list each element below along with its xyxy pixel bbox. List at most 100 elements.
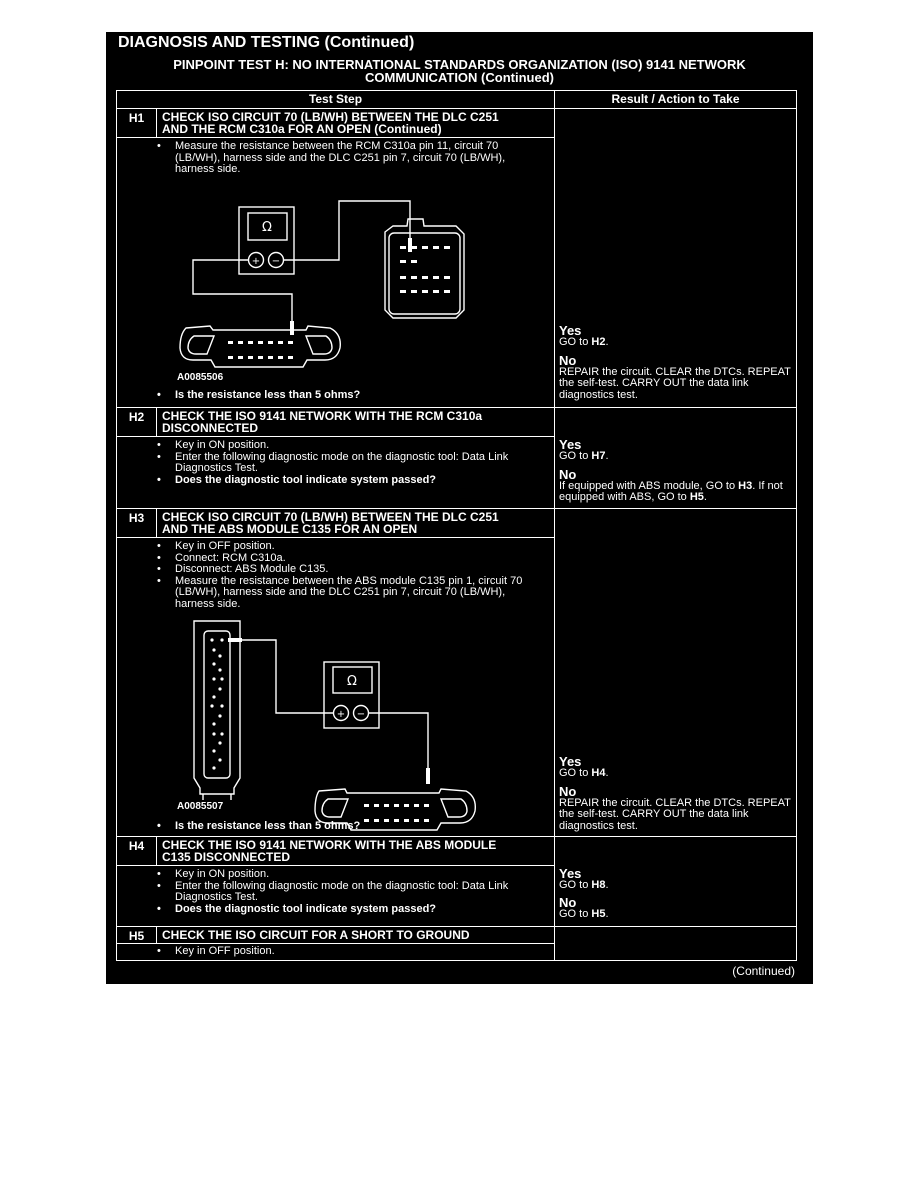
step-h4-question: Does the diagnostic tool indicate system… bbox=[157, 903, 537, 916]
result-h3-no-text: REPAIR the circuit. CLEAR the DTCs. REPE… bbox=[559, 796, 791, 832]
step-h4-instruction-1: Key in ON position. bbox=[157, 868, 537, 881]
section-title: DIAGNOSIS AND TESTING (Continued) bbox=[118, 34, 415, 51]
meter-minus-terminal bbox=[267, 251, 285, 269]
step-h3-instruction-4: Measure the resistance between the ABS m… bbox=[157, 575, 537, 611]
pinpoint-test-title-line2: COMMUNICATION (Continued) bbox=[365, 70, 554, 85]
ohmmeter-body bbox=[323, 661, 380, 729]
step-body-h2: Key in ON position. Enter the following … bbox=[116, 436, 555, 509]
link-h4[interactable]: H4 bbox=[591, 767, 606, 779]
step-title-h4: CHECK THE ISO 9141 NETWORK WITH THE ABS … bbox=[156, 836, 555, 866]
rcm-c310a-connector bbox=[384, 218, 465, 319]
result-h3: Yes GO to H4. No REPAIR the circuit. CLE… bbox=[554, 508, 797, 837]
step-title-h1-line2: AND THE RCM C310a FOR AN OPEN (Continued… bbox=[162, 122, 442, 136]
step-id-h2: H2 bbox=[116, 407, 157, 437]
test-lead-to-abs bbox=[240, 639, 333, 714]
column-header-test-step: Test Step bbox=[116, 90, 555, 109]
step-title-h5-line1: CHECK THE ISO CIRCUIT FOR A SHORT TO GRO… bbox=[162, 928, 470, 942]
test-lead-to-dlc bbox=[192, 259, 293, 323]
step-id-h1: H1 bbox=[116, 108, 157, 138]
step-title-h3-line2: AND THE ABS MODULE C135 FOR AN OPEN bbox=[162, 522, 418, 536]
ohm-symbol: Ω bbox=[262, 220, 272, 235]
step-title-h2-line1: CHECK THE ISO 9141 NETWORK WITH THE RCM … bbox=[162, 409, 483, 423]
step-body-h5: Key in OFF position. bbox=[116, 943, 555, 961]
step-h2-instruction-1: Key in ON position. bbox=[157, 439, 537, 452]
step-id-h4: H4 bbox=[116, 836, 157, 866]
figure-h1-diagram: Ω + − bbox=[179, 200, 465, 368]
document-page: DIAGNOSIS AND TESTING (Continued) PINPOI… bbox=[106, 32, 813, 984]
result-h3-yes-prefix: GO to bbox=[559, 767, 592, 779]
plus-sign: + bbox=[337, 709, 345, 720]
ohmmeter-display bbox=[247, 212, 288, 241]
step-h3-instruction-2: Connect: RCM C310a. bbox=[157, 552, 537, 565]
result-h4-no-prefix: GO to bbox=[559, 907, 592, 920]
result-h2-no-label: No bbox=[559, 466, 577, 482]
step-h5-instruction-1: Key in OFF position. bbox=[157, 945, 537, 958]
meter-plus-terminal bbox=[247, 251, 265, 269]
probe-tip-dlc bbox=[290, 321, 294, 335]
result-h2-no-part2: . If not equipped with ABS, GO to bbox=[559, 479, 783, 503]
minus-sign: − bbox=[357, 709, 365, 720]
test-lead-to-dlc bbox=[369, 712, 429, 770]
result-h2-yes-label: Yes bbox=[559, 437, 582, 452]
dlc-left-tab bbox=[187, 335, 216, 355]
step-title-h5: CHECK THE ISO CIRCUIT FOR A SHORT TO GRO… bbox=[156, 926, 555, 944]
step-body-h4: Key in ON position. Enter the following … bbox=[116, 865, 555, 927]
meter-minus-terminal bbox=[352, 704, 370, 722]
pinpoint-test-title-line1: PINPOINT TEST H: NO INTERNATIONAL STANDA… bbox=[173, 57, 746, 72]
ohmmeter-body bbox=[238, 206, 295, 275]
step-id-h5: H5 bbox=[116, 926, 157, 944]
result-h2: Yes GO to H7. No If equipped with ABS mo… bbox=[554, 407, 797, 509]
result-h4-no-label: No bbox=[559, 894, 577, 910]
step-h3-question: Is the resistance less than 5 ohms? bbox=[157, 820, 547, 833]
link-h2[interactable]: H2 bbox=[591, 336, 606, 348]
step-h1-instruction: Measure the resistance between the RCM C… bbox=[157, 140, 537, 176]
probe-tip-abs bbox=[228, 638, 242, 642]
result-h4-yes-prefix: GO to bbox=[559, 879, 592, 891]
link-h3[interactable]: H3 bbox=[738, 479, 753, 492]
step-title-h4-line1: CHECK THE ISO 9141 NETWORK WITH THE ABS … bbox=[162, 838, 497, 852]
plus-sign: + bbox=[252, 256, 260, 267]
test-lead-to-rcm bbox=[284, 200, 411, 261]
figure-id-h3: A0085507 bbox=[177, 801, 224, 812]
step-title-h2: CHECK THE ISO 9141 NETWORK WITH THE RCM … bbox=[156, 407, 555, 437]
ohmmeter-display bbox=[332, 666, 373, 694]
link-h7[interactable]: H7 bbox=[591, 450, 606, 462]
result-h3-yes-label: Yes bbox=[559, 754, 582, 769]
abs-c135-connector-face bbox=[203, 630, 231, 779]
result-h4: Yes GO to H8. No GO to H5. bbox=[554, 836, 797, 927]
link-h8[interactable]: H8 bbox=[591, 879, 606, 891]
result-h1-yes-label: Yes bbox=[559, 323, 582, 338]
link-h5[interactable]: H5 bbox=[689, 491, 704, 503]
figure-h3-diagram: Ω + − bbox=[193, 620, 476, 831]
step-title-h3-line1: CHECK ISO CIRCUIT 70 (LB/WH) BETWEEN THE… bbox=[162, 510, 499, 524]
step-h3-instruction-1: Key in OFF position. bbox=[157, 540, 537, 553]
column-header-result: Result / Action to Take bbox=[554, 90, 797, 109]
result-h1-yes-prefix: GO to bbox=[559, 336, 592, 348]
result-h3-no-label: No bbox=[559, 783, 577, 799]
result-h5 bbox=[554, 926, 797, 961]
minus-sign: − bbox=[272, 256, 280, 267]
result-h2-yes-prefix: GO to bbox=[559, 450, 592, 462]
step-h1-question: Is the resistance less than 5 ohms? bbox=[157, 389, 547, 402]
probe-tip-rcm bbox=[408, 238, 412, 252]
dlc-right-tab bbox=[439, 798, 468, 818]
link-h5[interactable]: H5 bbox=[591, 907, 606, 920]
step-title-h1-line1: CHECK ISO CIRCUIT 70 (LB/WH) BETWEEN THE… bbox=[162, 110, 499, 124]
meter-plus-terminal bbox=[332, 704, 350, 722]
dlc-c251-connector bbox=[179, 325, 341, 368]
probe-tip-dlc bbox=[426, 768, 430, 784]
step-body-h3: Key in OFF position. Connect: RCM C310a.… bbox=[116, 537, 555, 837]
dlc-right-tab bbox=[304, 335, 333, 355]
result-h1-no-text: REPAIR the circuit. CLEAR the DTCs. REPE… bbox=[559, 365, 791, 401]
result-h4-yes-label: Yes bbox=[559, 866, 582, 881]
result-h1: Yes GO to H2. No REPAIR the circuit. CLE… bbox=[554, 108, 797, 408]
abs-c135-connector bbox=[193, 620, 241, 795]
step-h2-question: Does the diagnostic tool indicate system… bbox=[157, 474, 537, 487]
step-h3-instruction-3: Disconnect: ABS Module C135. bbox=[157, 563, 537, 576]
step-h4-instruction-2: Enter the following diagnostic mode on t… bbox=[157, 880, 537, 904]
rcm-c310a-connector-face bbox=[388, 232, 461, 315]
figure-id-h1: A0085506 bbox=[177, 372, 224, 383]
continued-label: (Continued) bbox=[732, 964, 795, 978]
step-title-h4-line2: C135 DISCONNECTED bbox=[162, 850, 291, 864]
ohm-symbol: Ω bbox=[347, 674, 357, 689]
